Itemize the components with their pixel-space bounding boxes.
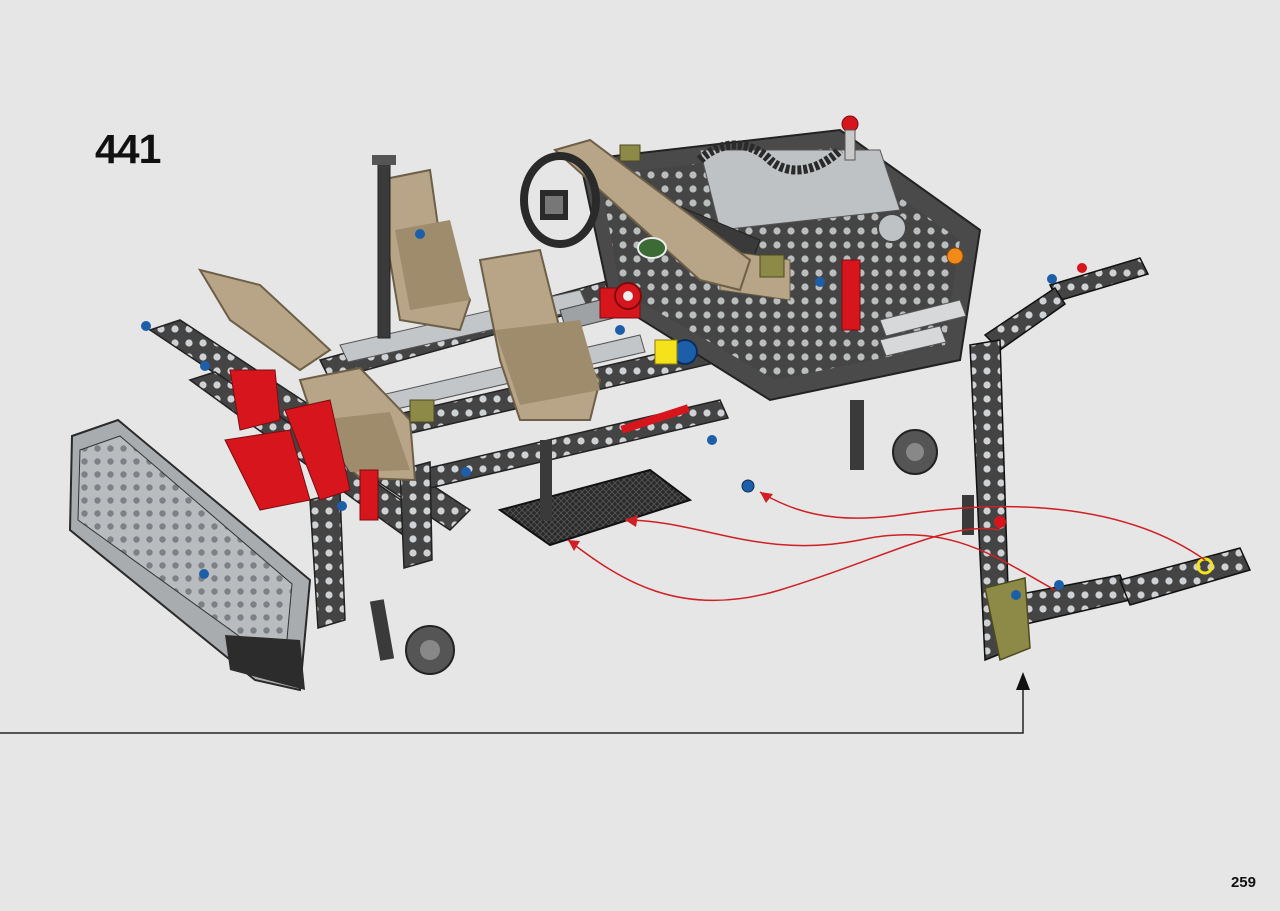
mesh-plate (497, 468, 693, 547)
seats (197, 138, 752, 482)
steering-wheel (520, 152, 600, 248)
vertical-pole (372, 155, 396, 339)
blue-pins (141, 229, 825, 579)
sub-assembly (962, 257, 1252, 662)
chassis-assembly (68, 115, 982, 692)
wheel-hubs (369, 400, 938, 675)
front-bumper (68, 418, 312, 692)
gears (614, 213, 964, 365)
assembly-arrows (567, 491, 1206, 602)
olive-parts (409, 144, 785, 423)
step-number: 441 (95, 126, 161, 172)
page-number: 259 (1230, 874, 1256, 891)
callout-line (0, 672, 1030, 734)
rear-white-beams (879, 299, 967, 357)
